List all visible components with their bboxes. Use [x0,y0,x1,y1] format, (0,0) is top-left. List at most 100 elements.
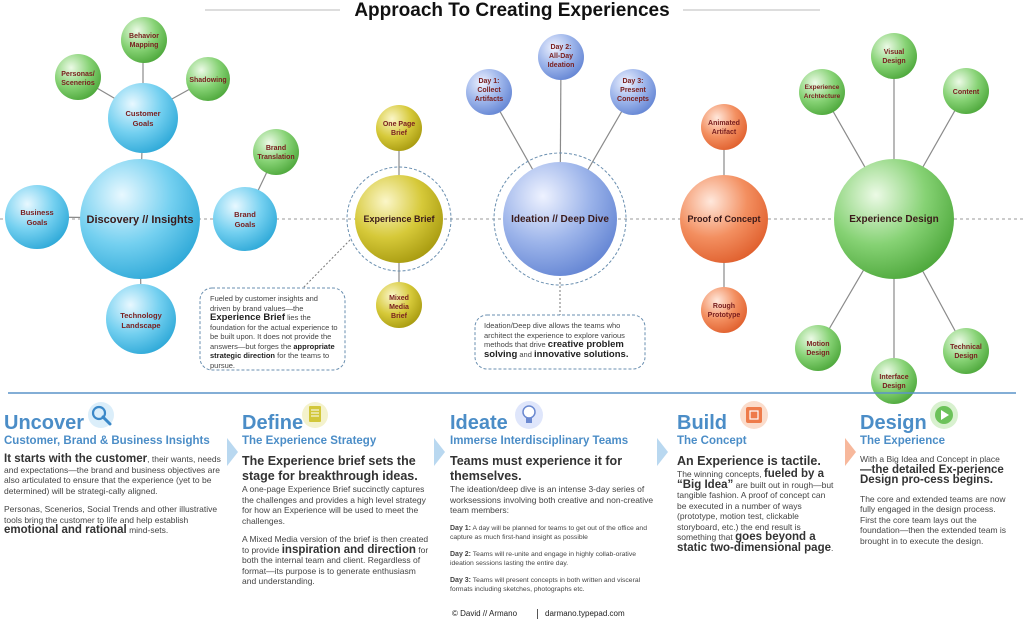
node-experience-architecture: Experience Archtecture [799,69,845,115]
svg-text:Business: Business [20,208,53,217]
svg-text:Interface: Interface [879,374,908,381]
uncover-lead: It starts with the customer [4,453,148,465]
svg-text:Day 1:: Day 1: [478,78,499,85]
design-body: With a Big Idea and Concept in place—the… [860,454,1010,546]
svg-text:Discovery // Insights: Discovery // Insights [87,214,194,226]
define-p2-emphasis: inspiration and direction [281,543,416,556]
ideate-lead: Teams must experience it for themselves. [450,454,623,483]
node-brand-translation: Brand Translation [253,129,299,175]
node-motion-design: Motion Design [795,325,841,371]
footer-url[interactable]: darmano.typepad.com [545,609,625,618]
node-proof-of-concept: Proof of Concept [680,175,768,263]
uncover-p2-end: mind-sets. [129,525,169,535]
build-p1-emphasis: fueled by a “Big Idea” [677,468,825,491]
ideate-p1: The ideation/deep dive is an intense 3-d… [450,484,654,515]
design-subtitle: The Experience [860,435,946,447]
brief-callout-border [199,287,346,371]
svg-text:Collect: Collect [477,87,501,94]
uncover-p2-emphasis: emotional and rational [4,524,127,536]
node-day3: Day 3: Present Concepts [610,69,656,115]
svg-text:Animated: Animated [708,120,740,127]
svg-text:Mixed: Mixed [389,295,409,302]
ideation-callout-border [474,314,646,370]
svg-text:Landscape: Landscape [121,321,160,330]
column-ideate: Ideate Immerse Interdisciplinary Teams T… [450,412,654,602]
build-body: An Experience is tactile. The winning co… [677,454,837,553]
svg-text:Design: Design [806,350,829,357]
node-experience-design: Experience Design [834,159,954,279]
ideate-title: Ideate [450,412,508,434]
svg-text:Design: Design [954,353,977,360]
build-p1: The winning concepts, [677,469,762,479]
arrow-define [227,438,238,466]
svg-text:Personas/: Personas/ [61,71,95,78]
column-uncover: Uncover Customer, Brand & Business Insig… [4,412,226,544]
node-discovery: Discovery // Insights [80,159,200,279]
svg-text:Brand: Brand [266,145,286,152]
ideation-callout: Ideation/Deep dive allows the teams who … [484,321,639,359]
brief-callout-end: for the teams to pursue. [210,351,330,370]
ideate-day2-text: Teams will re-unite and engage in highly… [450,550,636,567]
ideation-callout-emphasis1: creative problem solving [484,339,624,360]
define-p1: A one-page Experience Brief succinctly c… [242,484,426,526]
node-ideation: Ideation // Deep Dive [503,162,617,276]
document-icon [302,402,328,428]
brief-callout-body: lies the foundation for the actual exper… [210,313,338,351]
node-brand-goals: Brand Goals [213,187,277,251]
column-define: Define The Experience Strategy The Exper… [242,412,432,595]
brief-halo [346,166,452,272]
svg-text:Present: Present [620,87,646,94]
svg-text:Motion: Motion [807,341,830,348]
brief-callout: Fueled by customer insights and driven b… [210,294,338,370]
magnifier-icon [88,402,114,428]
build-p1-emphasis2: goes beyond a static two-dimensional pag… [677,531,831,554]
node-mixed-media-brief: Mixed Media Brief [376,282,422,328]
node-day2: Day 2: All-Day Ideation [538,34,584,80]
build-p1-final: . [831,542,834,553]
svg-text:Prototype: Prototype [708,312,741,319]
svg-text:Goals: Goals [235,220,256,229]
design-p1-emphasis: —the detailed Ex-perience Design pro-ces… [860,463,1004,486]
svg-text:Ideation: Ideation [548,62,575,69]
arrow-design [845,438,856,466]
svg-text:Scenerios: Scenerios [61,80,95,87]
ideate-day1-text: A day will be planned for teams to get o… [450,524,647,541]
ideate-subtitle: Immerse Interdisciplinary Teams [450,435,629,447]
define-body: The Experience brief sets the stage for … [242,454,432,587]
ideate-day3-text: Teams will present concepts in both writ… [450,576,641,593]
svg-text:Behavior: Behavior [129,33,159,40]
ideation-callout-and: and [519,349,532,359]
svg-text:One Page: One Page [383,121,415,128]
node-experience-brief: Experience Brief [355,175,443,263]
ideation-callout-body: Ideation/Deep dive allows the teams who … [484,321,625,349]
uncover-title: Uncover [4,412,85,434]
svg-text:Proof of Concept: Proof of Concept [688,214,761,224]
svg-text:Concepts: Concepts [617,96,649,103]
page-title: Approach To Creating Experiences [354,0,670,21]
node-technical-design: Technical Design [943,328,989,374]
node-shadowing: Shadowing [186,57,230,101]
node-customer-goals: Customer Goals [108,83,178,153]
brief-callout-emphasis: appropriate strategic direction [210,341,335,361]
design-p2: The core and extended teams are now full… [860,493,1007,546]
arrow-ideate [434,438,445,466]
ideate-body: Teams must experience it for themselves.… [450,454,654,594]
column-build: Build The Concept An Experience is tacti… [677,412,837,561]
build-title: Build [677,412,727,434]
build-p1-end: are built out in rough—but tangible fash… [677,479,834,543]
node-visual-design: Visual Design [871,33,917,79]
node-one-page-brief: One Page Brief [376,105,422,151]
footer-credit: © David // Armano [452,609,518,618]
svg-text:Goals: Goals [27,218,48,227]
uncover-subtitle: Customer, Brand & Business Insights [4,435,210,447]
build-subtitle: The Concept [677,435,747,447]
node-rough-prototype: Rough Prototype [701,287,747,333]
svg-text:Design: Design [882,58,905,65]
svg-text:Technology: Technology [120,311,162,320]
node-content: Content [943,68,989,114]
node-business-goals: Business Goals [5,185,69,249]
arrow-build [657,438,668,466]
node-personas: Personas/ Scenerios [55,54,101,100]
svg-text:Day 3:: Day 3: [622,78,643,85]
